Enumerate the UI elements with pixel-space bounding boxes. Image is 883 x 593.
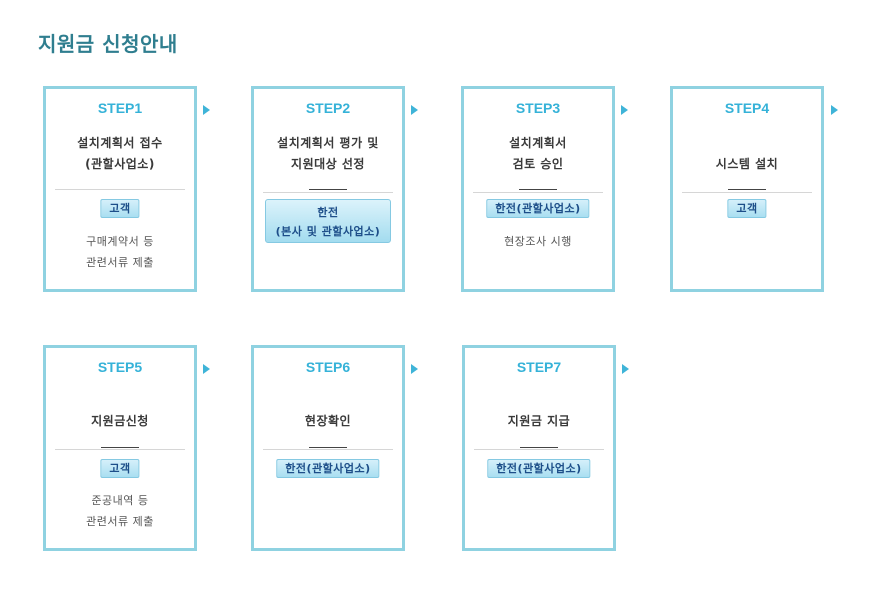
step-title: 지원금신청 (91, 414, 149, 428)
step-label: STEP7 (516, 359, 562, 375)
step-label: STEP6 (305, 359, 351, 375)
step-label: STEP4 (724, 100, 770, 116)
next-arrow-icon (203, 105, 210, 115)
actor-badge: 고객 (727, 199, 767, 218)
step-card-5: STEP5 지원금신청 고객 준공내역 등 관련서류 제출 (43, 345, 197, 551)
divider (473, 192, 603, 193)
actor-badge: 고객 (100, 459, 140, 478)
step-title: 설치계획서 접수 (관할사업소) (77, 136, 163, 171)
step-description: 준공내역 등 관련서류 제출 (86, 494, 154, 528)
step-title: 지원금 지급 (507, 414, 571, 428)
divider (474, 449, 604, 450)
step-card-6: STEP6 현장확인 한전(관할사업소) (251, 345, 405, 551)
step-title: 현장확인 (304, 414, 352, 428)
actor-badge: 한전(관할사업소) (487, 459, 591, 478)
divider (263, 449, 393, 450)
step-label: STEP1 (97, 100, 143, 116)
dash-line (309, 447, 347, 448)
divider (55, 189, 185, 190)
step-title: 설치계획서 평가 및 지원대상 선정 (277, 136, 379, 171)
step-label: STEP5 (97, 359, 143, 375)
dash-line (520, 447, 558, 448)
step-card-2: STEP2 설치계획서 평가 및 지원대상 선정 한전 (본사 및 관할사업소) (251, 86, 405, 292)
step-title: 시스템 설치 (715, 157, 779, 171)
step-title: 설치계획서 검토 승인 (509, 136, 567, 171)
dash-line (728, 189, 766, 190)
step-card-7: STEP7 지원금 지급 한전(관할사업소) (462, 345, 616, 551)
actor-badge: 한전 (본사 및 관할사업소) (265, 199, 391, 243)
next-arrow-icon (411, 364, 418, 374)
dash-line (519, 189, 557, 190)
step-label: STEP3 (515, 100, 561, 116)
step-card-4: STEP4 시스템 설치 고객 (670, 86, 824, 292)
next-arrow-icon (622, 364, 629, 374)
page-title: 지원금 신청안내 (38, 32, 178, 56)
next-arrow-icon (621, 105, 628, 115)
step-card-1: STEP1 설치계획서 접수 (관할사업소) 고객 구매계약서 등 관련서류 제… (43, 86, 197, 292)
actor-badge: 고객 (100, 199, 140, 218)
divider (263, 192, 393, 193)
step-card-3: STEP3 설치계획서 검토 승인 한전(관할사업소) 현장조사 시행 (461, 86, 615, 292)
divider (682, 192, 812, 193)
step-description: 현장조사 시행 (504, 235, 572, 248)
step-label: STEP2 (305, 100, 351, 116)
next-arrow-icon (411, 105, 418, 115)
step-description: 구매계약서 등 관련서류 제출 (86, 235, 154, 269)
actor-badge: 한전(관할사업소) (276, 459, 380, 478)
dash-line (309, 189, 347, 190)
next-arrow-icon (203, 364, 210, 374)
actor-badge: 한전(관할사업소) (486, 199, 590, 218)
dash-line (101, 447, 139, 448)
next-arrow-icon (831, 105, 838, 115)
divider (55, 449, 185, 450)
